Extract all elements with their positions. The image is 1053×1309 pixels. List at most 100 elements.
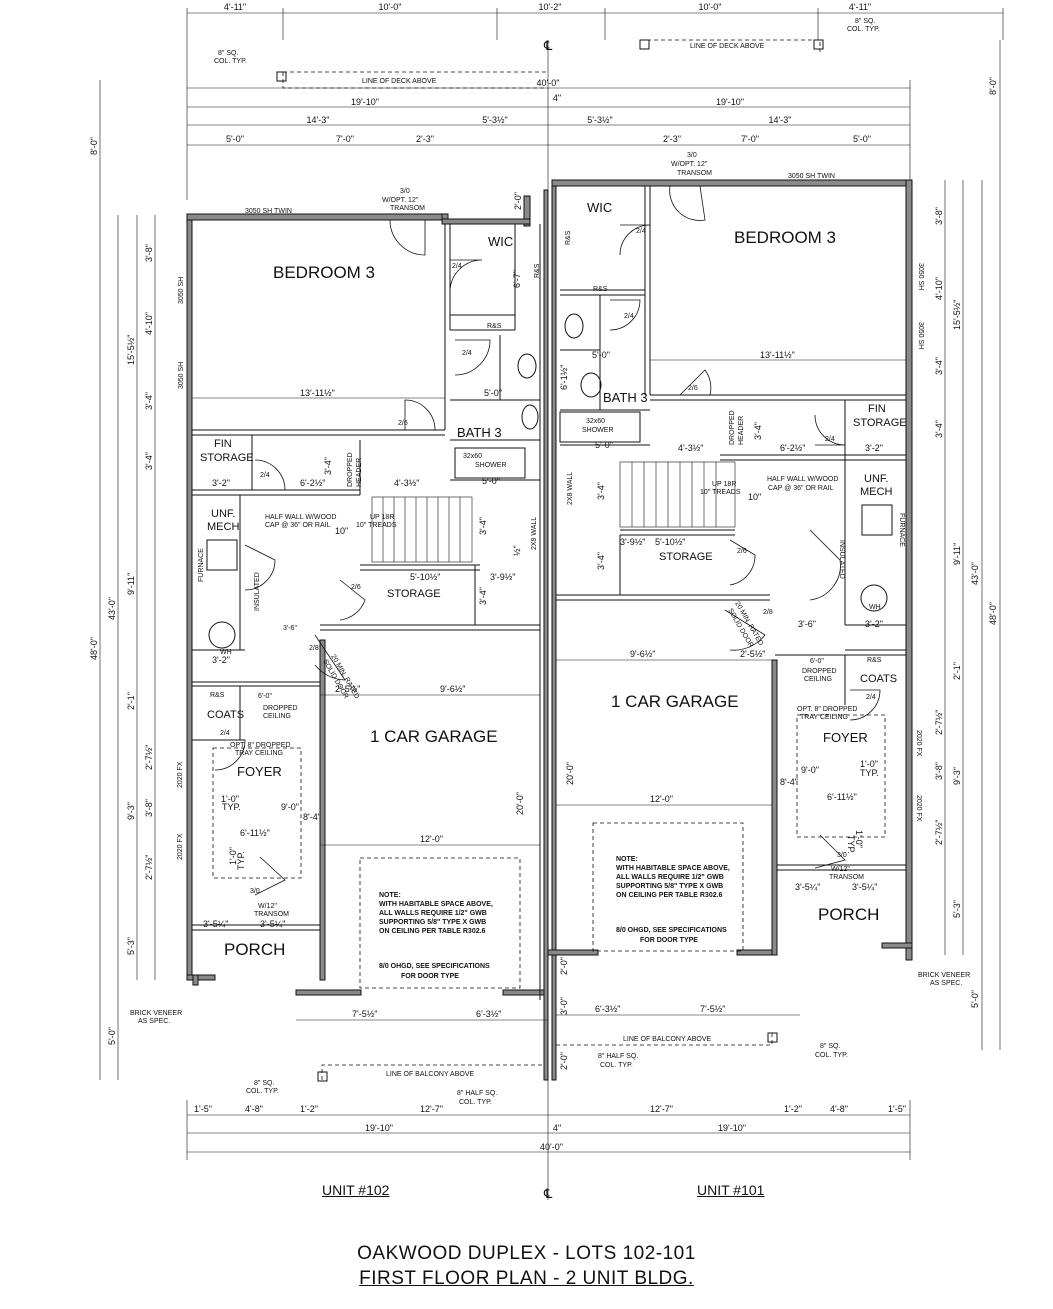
right-dim-611: 6'-11½" bbox=[827, 792, 857, 802]
right-transom-top: TRANSOM bbox=[677, 170, 712, 177]
right-door-24-c: 2/4 bbox=[825, 436, 835, 443]
left-mech-label: MECH bbox=[207, 521, 239, 533]
left-tray-1: OPT. 8" DROPPED bbox=[230, 742, 290, 749]
right-dim-120: 12'-0" bbox=[650, 794, 673, 804]
left-v-34a: 3'-4" bbox=[144, 392, 154, 410]
right-bedroom-label: BEDROOM 3 bbox=[734, 228, 836, 247]
right-v-50: 5'-0" bbox=[970, 990, 980, 1008]
left-dim-50-bath: 5'-0" bbox=[484, 388, 502, 398]
right-vertical-dimensions: 8'-0" 48'-0" 43'-0" 15'-5½" 9'-11" 9'-3"… bbox=[596, 40, 1001, 1050]
right-dim-84: 8'-4" bbox=[780, 777, 798, 787]
right-fin-label: FIN bbox=[868, 403, 886, 415]
right-v-20a: 2'-0" bbox=[559, 957, 569, 975]
left-dim-90: 9'-0" bbox=[281, 802, 299, 812]
right-dropped-1: 6'-0" bbox=[810, 658, 824, 665]
left-v-38b: 3'-8" bbox=[144, 799, 154, 817]
right-bot-63: 6'-3½" bbox=[595, 1004, 620, 1014]
right-v-27a: 2'-7½" bbox=[934, 710, 944, 735]
col-label-right-2: COL. TYP. bbox=[847, 26, 880, 33]
dim-top-3: 10'-2" bbox=[539, 2, 562, 12]
left-dim-67: 6'-7" bbox=[512, 270, 522, 288]
right-porch-label: PORCH bbox=[818, 905, 879, 924]
right-rs-vert: R&S bbox=[565, 230, 572, 245]
dim-r4-5: 7'-0" bbox=[741, 134, 759, 144]
right-v-155: 15'-5½" bbox=[952, 300, 962, 330]
right-dim-96: 9'-6½" bbox=[630, 649, 655, 659]
left-transom-top: TRANSOM bbox=[390, 205, 425, 212]
left-v-155: 15'-5½" bbox=[126, 335, 136, 365]
right-garage-label: 1 CAR GARAGE bbox=[611, 692, 739, 711]
right-v-93: 9'-3" bbox=[952, 767, 962, 785]
right-foyer-label: FOYER bbox=[823, 730, 868, 745]
col-label-left-2: COL. TYP. bbox=[214, 58, 247, 65]
right-note-2: ALL WALLS REQUIRE 1/2" GWB bbox=[616, 874, 724, 881]
right-up-2: 10" TREADS bbox=[700, 489, 741, 496]
left-window-fx-1: 2020 FX bbox=[177, 761, 184, 788]
dim-r3-3: 5'-3½" bbox=[587, 115, 612, 125]
right-door-24-a: 2/4 bbox=[636, 228, 646, 235]
right-brick-2: AS SPEC. bbox=[930, 980, 962, 987]
right-unf-label: UNF. bbox=[864, 473, 888, 485]
right-transom: TRANSOM bbox=[829, 874, 864, 881]
right-bath-label: BATH 3 bbox=[603, 390, 648, 405]
right-porch-d2: 3'-5¼" bbox=[852, 882, 877, 892]
left-dim-120: 12'-0" bbox=[420, 834, 443, 844]
right-mech-w: 3'-2" bbox=[865, 619, 883, 629]
right-dim-10: 1'-0" bbox=[860, 759, 878, 769]
right-door-26-a: 2/6 bbox=[688, 385, 698, 392]
left-half-sq-1: 8" HALF SQ. bbox=[457, 1090, 497, 1097]
right-window-fx-2: 2020 FX bbox=[915, 795, 922, 822]
left-dim-611: 6'-11½" bbox=[240, 828, 270, 838]
right-half-wall-2: CAP @ 36" OR RAIL bbox=[768, 485, 834, 492]
right-v-10b: 1'-0" bbox=[854, 830, 864, 848]
left-window-fx-2: 2020 FX bbox=[177, 833, 184, 860]
exterior-walls bbox=[186, 179, 913, 1081]
left-v-21: 2'-1" bbox=[126, 692, 136, 710]
right-door-26-b: 2/6 bbox=[737, 548, 747, 555]
right-dim-43: 4'-3½" bbox=[678, 443, 703, 453]
left-porch-d1: 3'-5¼" bbox=[203, 919, 228, 929]
left-fin-label: FIN bbox=[214, 438, 232, 450]
right-porch-d1: 3'-5¼" bbox=[795, 882, 820, 892]
left-dim-50-sh: 5'-0" bbox=[482, 476, 500, 486]
left-v-480: 48'-0" bbox=[89, 637, 99, 660]
right-half-wall-1: HALF WALL W/WOOD bbox=[767, 476, 838, 483]
right-storage-label: STORAGE bbox=[659, 551, 713, 563]
left-note-3: SUPPORTING 5/8" TYPE X GWB bbox=[379, 919, 486, 926]
left-dim-36: 3'-6" bbox=[283, 625, 297, 632]
right-v-34a: 3'-4" bbox=[934, 357, 944, 375]
left-porch-label: PORCH bbox=[224, 940, 285, 959]
left-dim-25: 2'-5½" bbox=[335, 684, 360, 694]
right-2x8-wall: 2X8 WALL bbox=[567, 472, 574, 505]
left-dim-200: 20'-0" bbox=[515, 792, 525, 815]
centerline-top: ℄ bbox=[543, 38, 553, 53]
right-wic-rs-label: R&S bbox=[593, 286, 608, 293]
left-dim-84: 8'-4" bbox=[303, 812, 321, 822]
left-bedroom-label: BEDROOM 3 bbox=[273, 263, 375, 282]
left-dim-10: 1'-0" bbox=[221, 794, 239, 804]
left-insulated: INSULATED bbox=[254, 572, 261, 611]
left-v-34e: 3'-4" bbox=[478, 587, 488, 605]
left-storage-label: STORAGE bbox=[387, 588, 441, 600]
left-bath-label: BATH 3 bbox=[457, 425, 502, 440]
left-v-27b: 2'-7½" bbox=[144, 855, 154, 880]
right-door-30-top: 3/0 bbox=[687, 152, 697, 159]
right-v-21: 2'-1" bbox=[952, 662, 962, 680]
right-door-24-b: 2/4 bbox=[624, 313, 634, 320]
right-balcony-label: LINE OF BALCONY ABOVE bbox=[623, 1036, 712, 1043]
left-w12: W/12" bbox=[258, 903, 277, 910]
right-fin-width: 3'-2" bbox=[865, 443, 883, 453]
left-vertical-dimensions: 8'-0" 48'-0" 43'-0" 15'-5½" 9'-11" 9'-3"… bbox=[89, 80, 488, 1080]
left-door-28: 2/8 bbox=[309, 645, 319, 652]
left-garage-label: 1 CAR GARAGE bbox=[370, 727, 498, 746]
bot-row-6: 1'-2" bbox=[784, 1104, 802, 1114]
garage-notes: NOTE: WITH HABITABLE SPACE ABOVE, ALL WA… bbox=[379, 856, 730, 980]
left-v-typ: TYP. bbox=[236, 851, 246, 870]
right-v-27b: 2'-7½" bbox=[934, 820, 944, 845]
right-dropped-2: DROPPED bbox=[802, 668, 837, 675]
vertical-labels: 3050 SH 3050 SH 3050 SH 3050 SH 2020 FX … bbox=[177, 230, 924, 860]
dim-r4-3: 2'-3" bbox=[416, 134, 434, 144]
right-bot-75: 7'-5½" bbox=[700, 1004, 725, 1014]
right-tray-1: OPT. 8" DROPPED bbox=[797, 706, 857, 713]
left-note-1: WITH HABITABLE SPACE ABOVE, bbox=[379, 901, 493, 908]
